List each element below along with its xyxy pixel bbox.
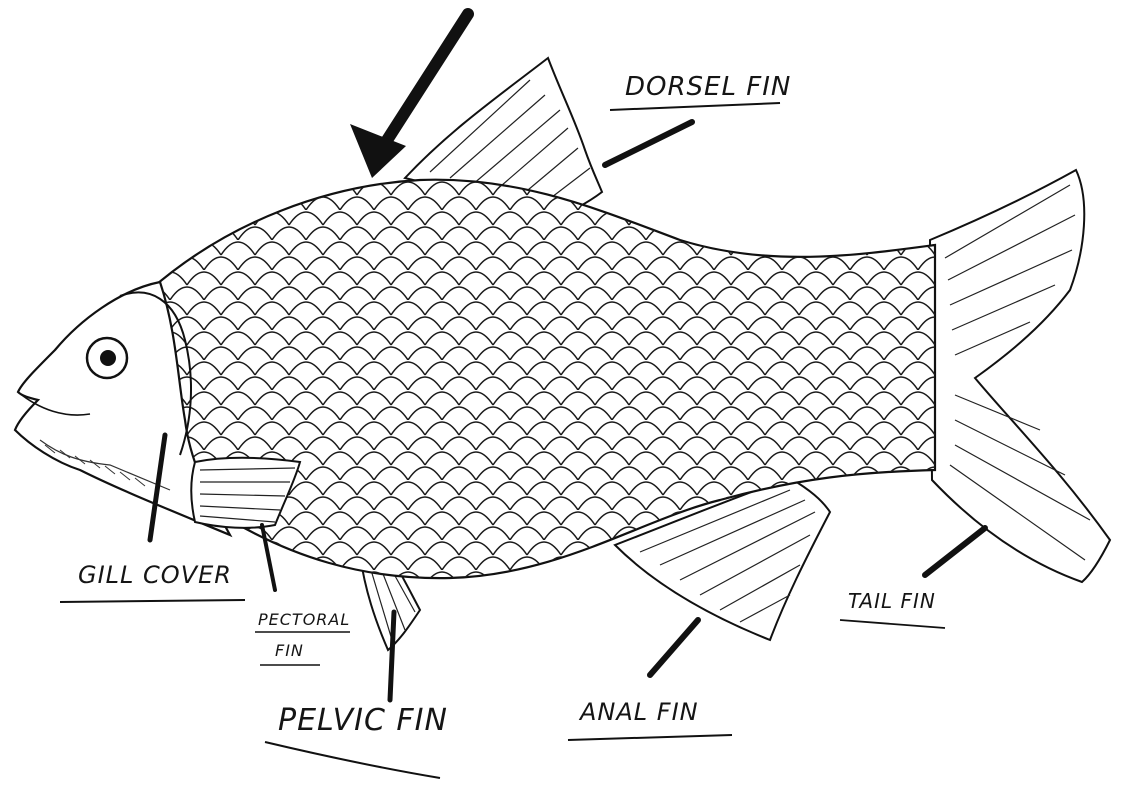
pectoral-fin-label-line1: PECTORAL — [258, 610, 350, 629]
anal-fin-label-group: ANAL FIN — [568, 698, 732, 740]
pelvic-fin-label-group: PELVIC FIN — [265, 703, 448, 778]
gill-cover-label-group: GILL COVER — [60, 561, 245, 602]
dorsal-fin-label: DORSEL FIN — [625, 72, 791, 102]
dorsal-fin-label-group: DORSEL FIN — [610, 72, 791, 110]
pectoral-fin-label-group: PECTORAL FIN — [255, 610, 350, 665]
fish-eye — [87, 338, 127, 378]
tail-fin-label: TAIL FIN — [848, 589, 936, 613]
tail-fin-pointer — [925, 528, 985, 575]
anal-fin-pointer — [650, 620, 698, 675]
pectoral-fin-label-line2: FIN — [275, 641, 304, 660]
gill-cover-label: GILL COVER — [78, 561, 232, 589]
dorsal-fin-pointer — [605, 122, 692, 165]
anal-fin-label: ANAL FIN — [578, 698, 699, 726]
pelvic-fin-label: PELVIC FIN — [278, 703, 448, 738]
tail-fin — [930, 170, 1110, 582]
tail-fin-label-group: TAIL FIN — [840, 589, 945, 628]
